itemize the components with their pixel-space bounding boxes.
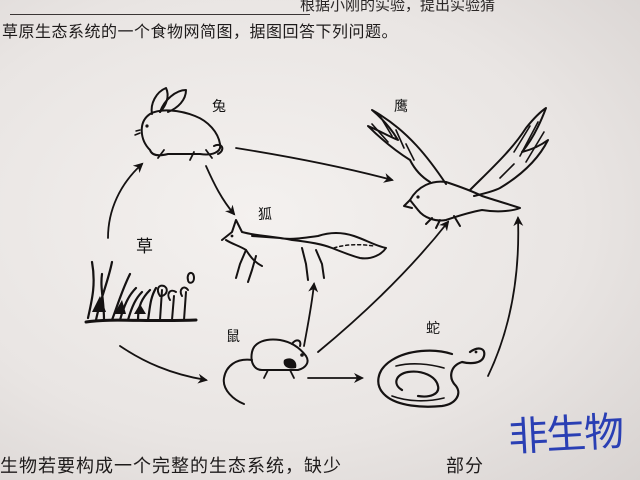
mouse-illustration: [222, 338, 309, 405]
handwritten-answer: 非生物: [507, 409, 624, 461]
arrow-rabbit-to-eagle: [235, 147, 394, 183]
node-label-mouse: 鼠: [226, 329, 240, 345]
question-bottom-main: 生物若要构成一个完整的生态系统，缺少: [0, 456, 342, 477]
arrow-snake-to-eagle: [487, 216, 524, 377]
question-bottom-tail: 部分: [446, 456, 484, 477]
node-label-grass: 草: [136, 237, 153, 257]
question-bottom-text: 生物若要构成一个完整的生态系统，缺少 部分: [0, 452, 484, 478]
node-label-eagle: 鹰: [394, 99, 408, 115]
arrow-rabbit-to-fox: [205, 165, 236, 216]
question-intro-text: 草原生态系统的一个食物网简图，据图回答下列问题。: [2, 22, 399, 41]
eagle-illustration: [367, 107, 549, 229]
snake-illustration: [377, 347, 486, 408]
grass-illustration: [84, 260, 198, 324]
node-label-rabbit: 兔: [212, 99, 226, 115]
arrow-mouse-to-fox: [303, 282, 319, 347]
arrow-grass-to-mouse: [119, 345, 208, 384]
node-label-snake: 蛇: [426, 321, 440, 337]
fox-illustration: [221, 219, 387, 283]
previous-question-text: 根据小刚的实验，提出实验猜: [300, 0, 496, 14]
node-label-fox: 狐: [258, 207, 272, 223]
rabbit-illustration: [134, 87, 224, 161]
food-web-arrows: [107, 147, 524, 384]
arrow-grass-to-rabbit: [107, 162, 144, 239]
answer-blank-line: [10, 14, 310, 15]
arrow-mouse-to-eagle: [317, 220, 450, 353]
